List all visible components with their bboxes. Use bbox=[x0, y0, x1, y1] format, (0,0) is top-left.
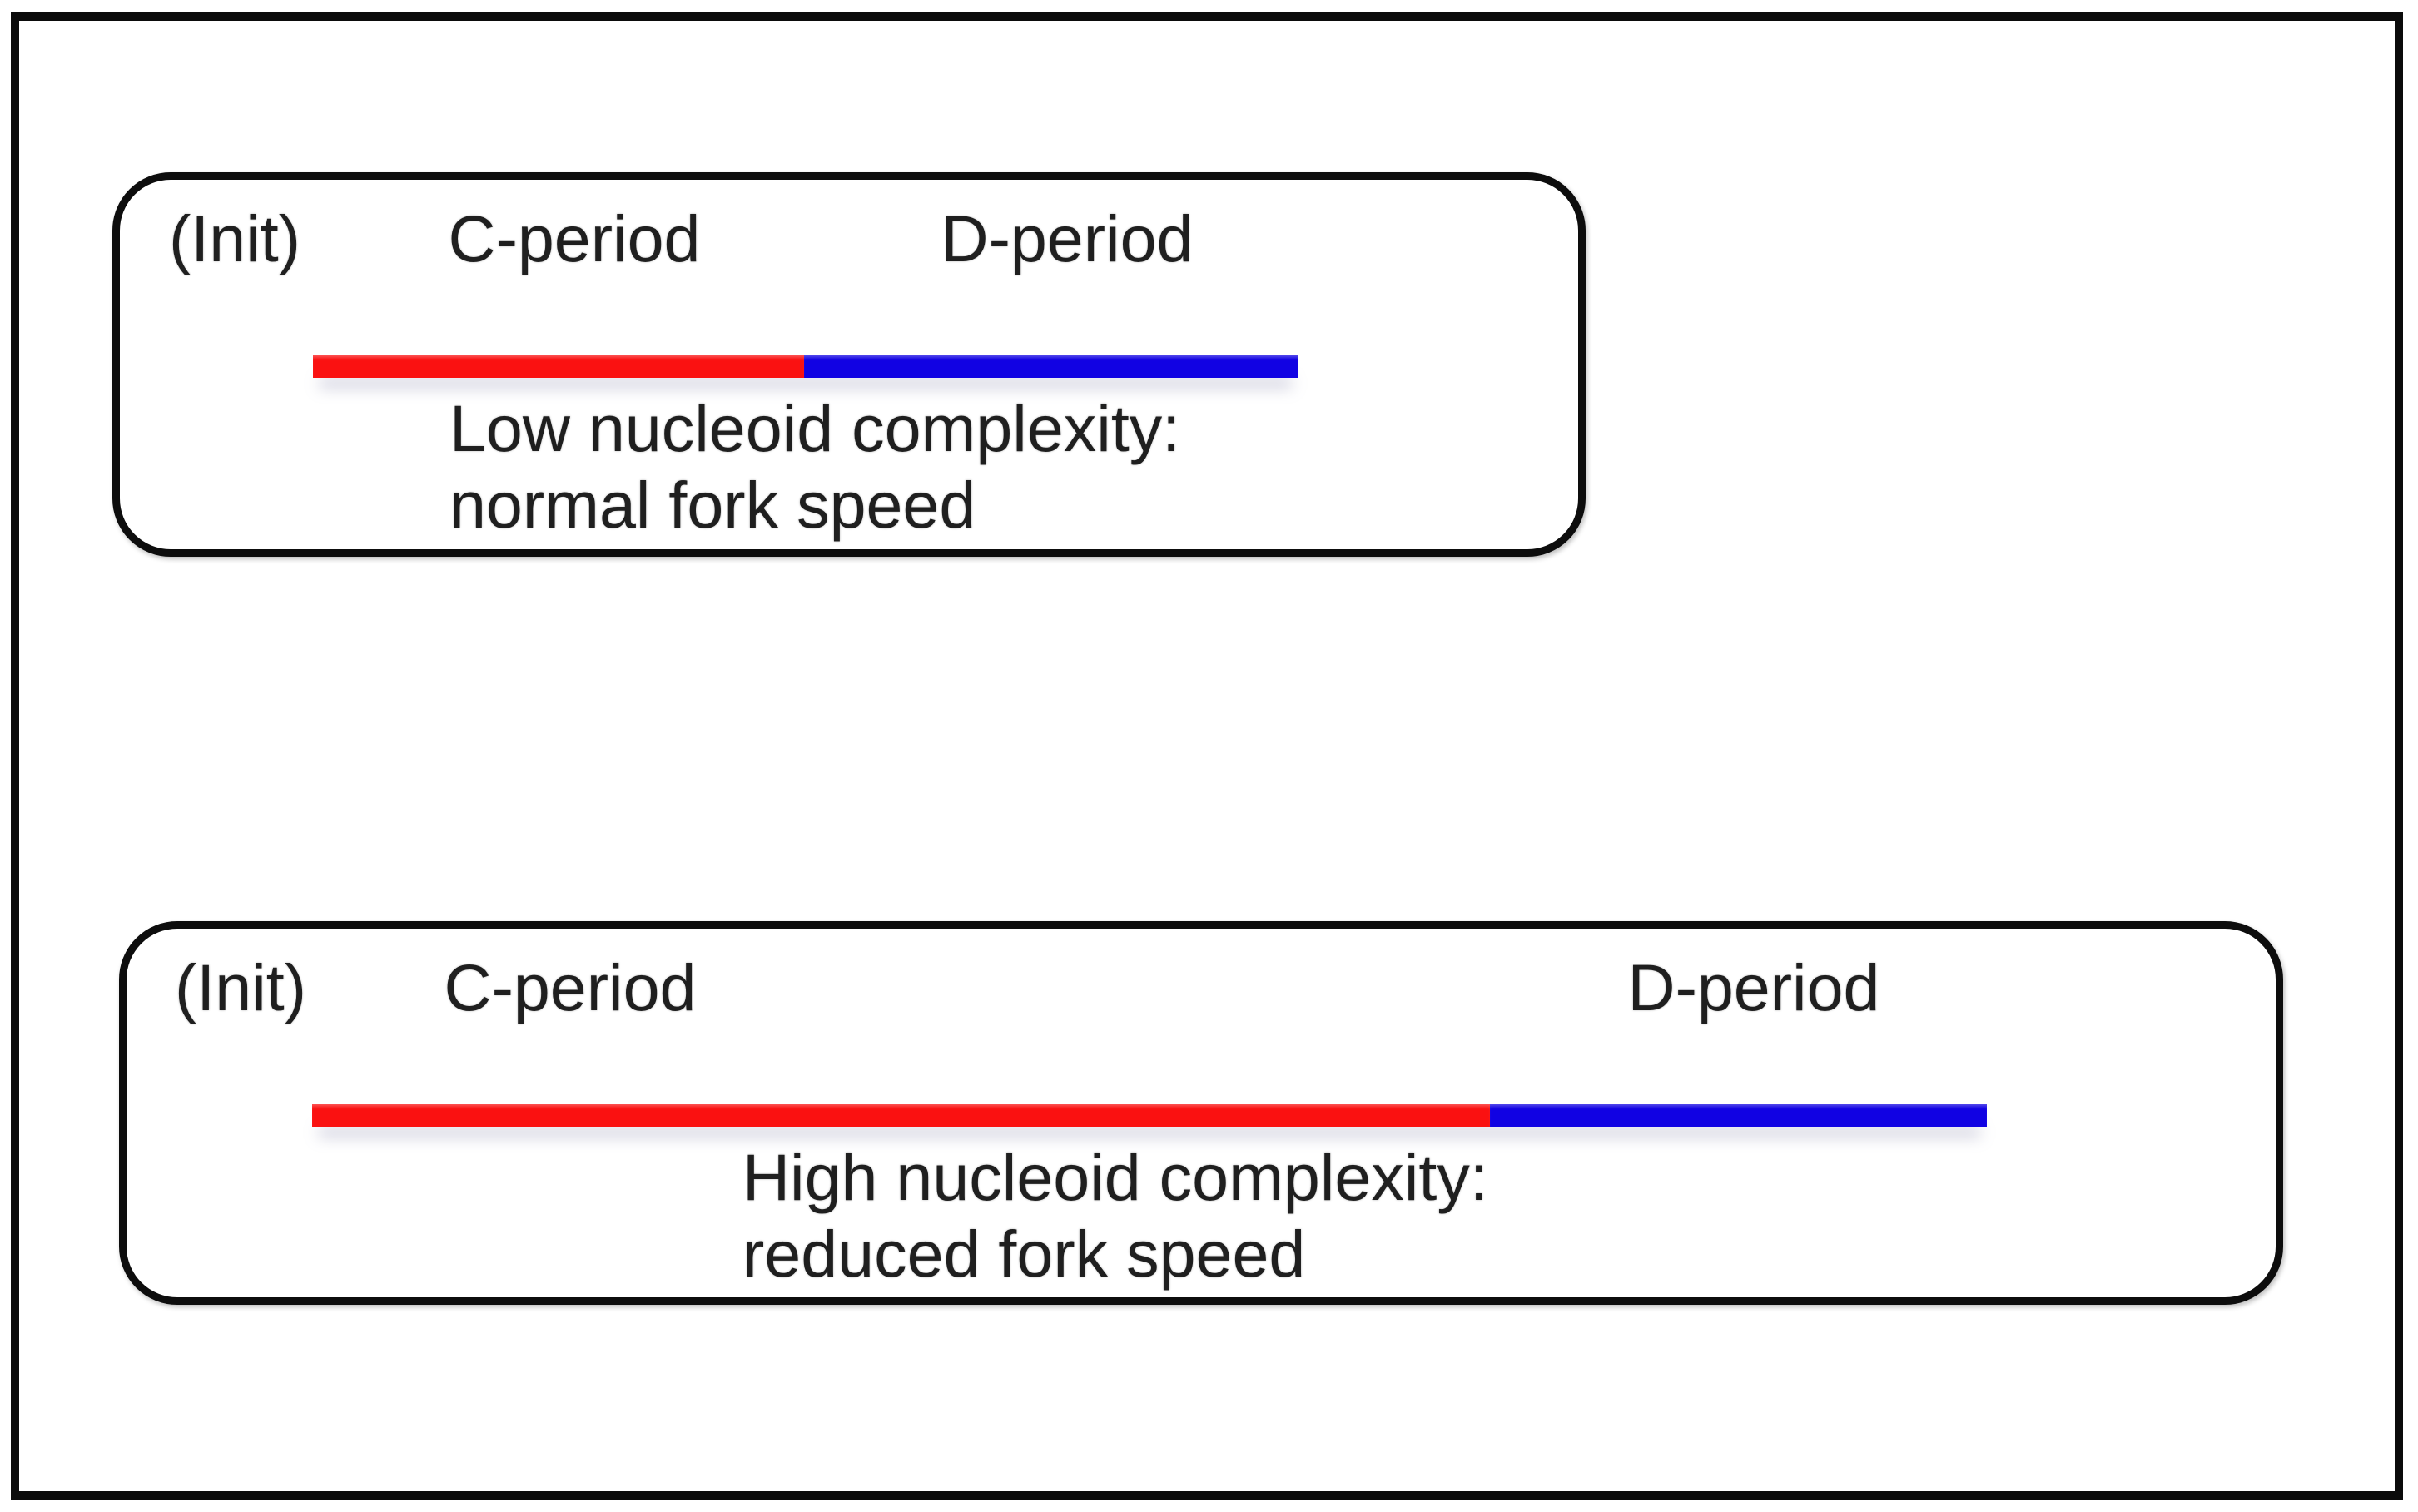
panel-low-nucleoid-complexity: (Init) C-period D-period Low nucleoid co… bbox=[112, 172, 1586, 557]
caption-line-1: Low nucleoid complexity: bbox=[449, 391, 1181, 465]
cell-cycle-timeline-bar bbox=[313, 355, 1298, 378]
c-period-label: C-period bbox=[448, 201, 701, 275]
cell-cycle-timeline-bar bbox=[312, 1104, 1987, 1127]
d-period-bar-segment bbox=[1490, 1104, 1987, 1127]
d-period-bar-segment bbox=[804, 355, 1298, 378]
caption-line-1: High nucleoid complexity: bbox=[742, 1140, 1488, 1214]
init-label: (Init) bbox=[175, 950, 306, 1024]
c-period-label: C-period bbox=[444, 950, 697, 1024]
d-period-label: D-period bbox=[941, 201, 1194, 275]
panel-caption: Low nucleoid complexity: normal fork spe… bbox=[449, 390, 1180, 543]
caption-line-2: normal fork speed bbox=[449, 468, 976, 542]
c-period-bar-segment bbox=[312, 1104, 1490, 1127]
d-period-label: D-period bbox=[1627, 950, 1880, 1024]
init-label: (Init) bbox=[169, 201, 300, 275]
caption-line-2: reduced fork speed bbox=[742, 1217, 1306, 1291]
panel-caption: High nucleoid complexity: reduced fork s… bbox=[742, 1139, 1488, 1292]
panel-high-nucleoid-complexity: (Init) C-period D-period High nucleoid c… bbox=[119, 921, 2283, 1305]
c-period-bar-segment bbox=[313, 355, 804, 378]
